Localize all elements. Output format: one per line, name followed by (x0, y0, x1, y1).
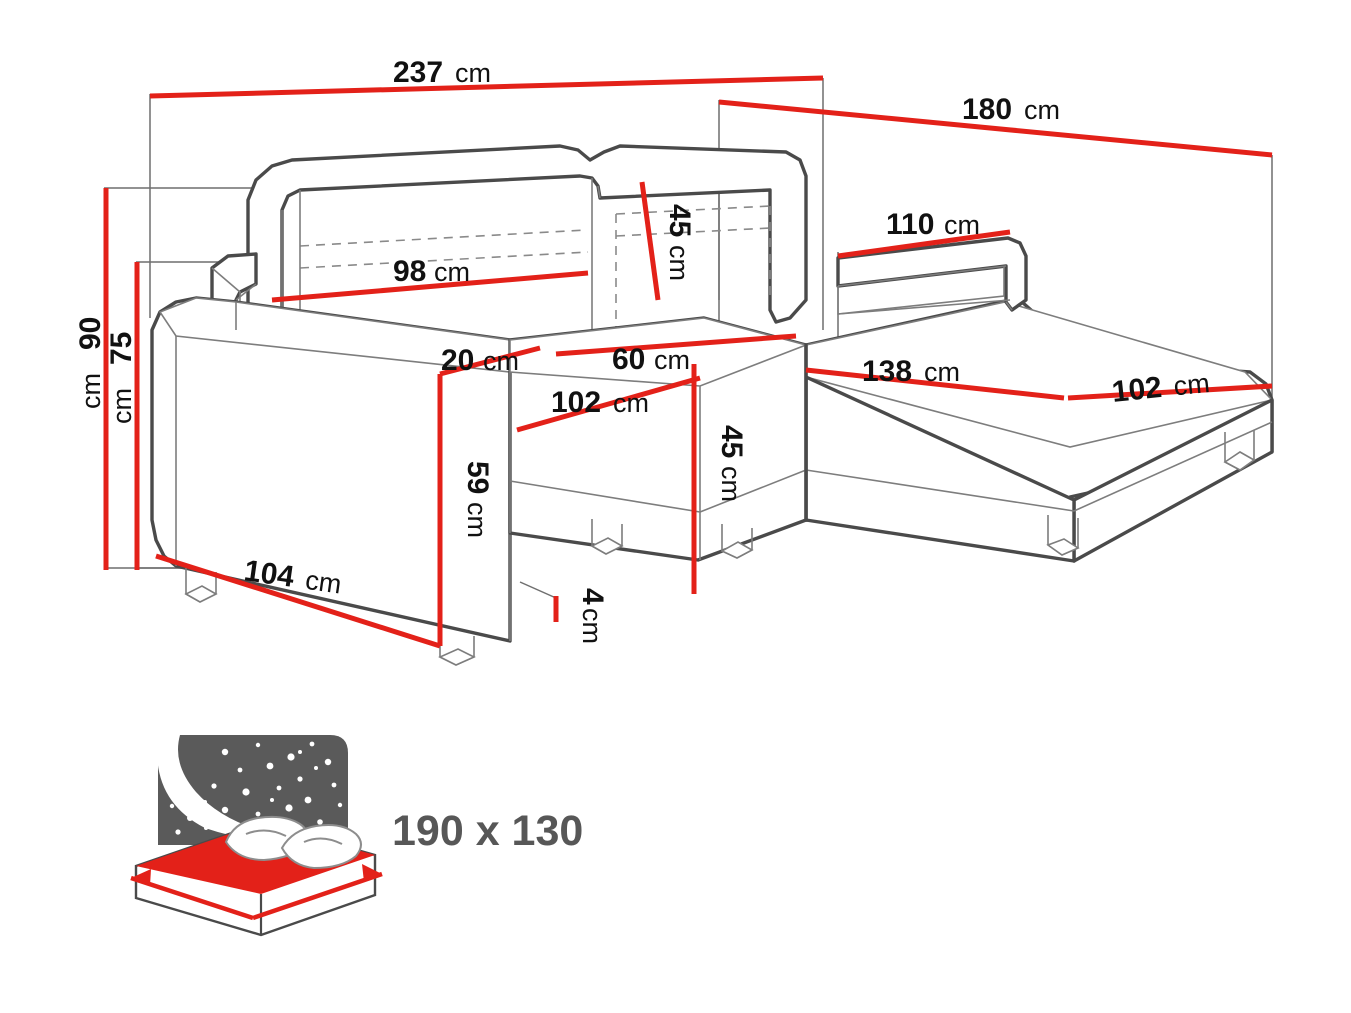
dim-label-seat-height: 45 cm (715, 425, 748, 502)
dim-label-seat-depth: 60 cm (612, 343, 690, 376)
dim-value-104: 104 (242, 554, 296, 594)
dim-unit-180: cm (1024, 95, 1060, 125)
dim-label-armrest-width: 20 cm (441, 344, 519, 377)
dim-value-20: 20 (441, 344, 474, 377)
dim-value-110: 110 (886, 208, 934, 241)
dim-unit-4: cm (577, 608, 607, 644)
dim-value-102-chaise: 102 (1110, 371, 1163, 409)
dim-label-total-depth: 180 cm (962, 93, 1060, 126)
dim-unit-59: cm (462, 502, 492, 538)
left-module (150, 144, 809, 666)
dim-value-98: 98 (393, 255, 426, 288)
dim-label-armrest-height: 59 cm (461, 461, 494, 538)
dim-unit-102-chaise: cm (1172, 368, 1211, 402)
dim-label-backrest-width: 98 cm (393, 255, 470, 288)
dim-value-90: 90 (74, 317, 107, 350)
dim-unit-45-back: cm (664, 245, 694, 281)
dim-unit-110: cm (944, 210, 980, 240)
dim-unit-104: cm (304, 565, 344, 600)
dim-unit-102-seat: cm (613, 388, 649, 418)
dim-unit-138: cm (924, 357, 960, 387)
dim-label-chaise-seat-depth: 102 cm (1110, 368, 1211, 409)
pillows-group (224, 815, 362, 870)
dim-label-base-length: 104 cm (242, 554, 344, 600)
dim-label-total-width: 237 cm (393, 56, 491, 89)
bed-night-icon: 190 x 130 (130, 735, 583, 937)
dim-value-237: 237 (393, 56, 443, 89)
dim-value-4: 4 (576, 588, 609, 605)
dim-value-180: 180 (962, 93, 1012, 126)
dim-unit-60: cm (654, 345, 690, 375)
dim-value-45-back: 45 (663, 204, 696, 237)
dim-label-leg-height: 4 cm (576, 588, 609, 644)
dimension-lines (103, 75, 1273, 649)
dim-label-chaise-seat-length: 138 cm (862, 355, 960, 388)
dim-unit-90: cm (76, 373, 106, 409)
dim-label-seat-width: 102 cm (551, 386, 649, 419)
dim-label-backrest-height: 45 cm (663, 204, 696, 281)
sleeping-area-label: 190 x 130 (392, 807, 583, 855)
dim-value-60: 60 (612, 343, 645, 376)
chaise-module (804, 236, 1274, 563)
dim-value-59: 59 (461, 461, 494, 494)
dim-label-overall-height: 90 cm (74, 317, 107, 409)
dim-value-75: 75 (105, 332, 138, 365)
bed-size-arrows (130, 864, 383, 921)
dim-unit-75: cm (107, 388, 137, 424)
dim-label-chaise-back-length: 110 cm (886, 208, 980, 241)
dim-unit-45-seat: cm (716, 466, 746, 502)
dim-unit-98: cm (434, 257, 470, 287)
dim-unit-237: cm (455, 58, 491, 88)
dim-value-45-seat: 45 (715, 425, 748, 458)
dim-value-102-seat: 102 (551, 386, 601, 419)
dim-value-138: 138 (862, 355, 912, 388)
dim-label-back-height: 75 cm (105, 332, 138, 424)
dim-unit-20: cm (483, 346, 519, 376)
